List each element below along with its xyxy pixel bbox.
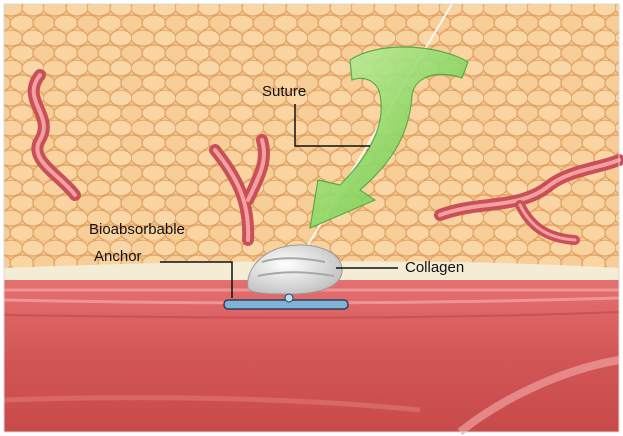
bioabsorbable-label: Bioabsorbable xyxy=(89,221,185,238)
anchor-label: Anchor xyxy=(94,248,142,265)
collagen-label: Collagen xyxy=(405,259,464,276)
suture-label: Suture xyxy=(262,83,306,100)
